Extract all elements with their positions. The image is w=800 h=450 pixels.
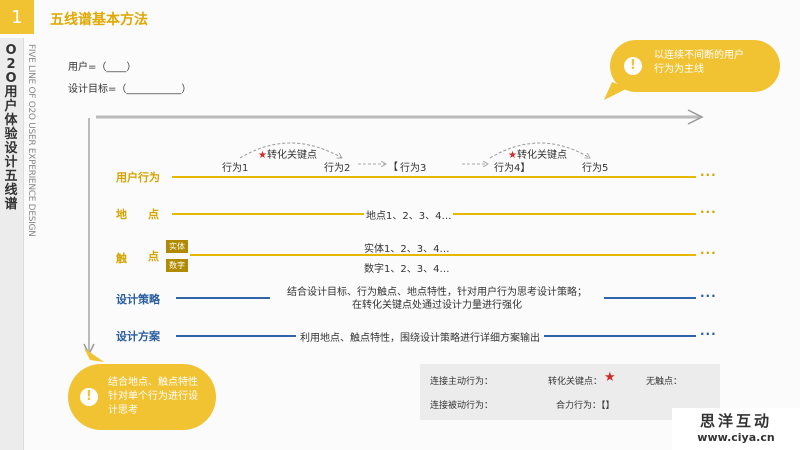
behavior-4: 行为4】 bbox=[494, 163, 531, 174]
location-text: 地点1、2、3、4… bbox=[364, 207, 454, 222]
user-field: 用户=（____） bbox=[68, 62, 137, 73]
row-label-location-a: 地 bbox=[116, 208, 127, 221]
chip-entity: 实体 bbox=[166, 240, 188, 253]
behavior-3: 行为3 bbox=[400, 163, 427, 174]
callout-bottom-text: 结合地点、触点特性针对单个行为进行设计思考 bbox=[108, 377, 198, 416]
legend-none: 无触点： bbox=[646, 377, 683, 387]
ellipsis: ··· bbox=[700, 327, 717, 341]
ellipsis: ··· bbox=[700, 289, 717, 303]
row-label-strategy: 设计策略 bbox=[116, 293, 160, 306]
chip-digital: 数字 bbox=[166, 259, 188, 272]
legend-active: 连接主动行为： bbox=[430, 377, 494, 387]
row-label-user-behavior: 用户行为 bbox=[116, 171, 160, 184]
callout-top-text: 以连续不间断的用户行为为主线 bbox=[654, 50, 744, 75]
entity-text: 实体1、2、3、4… bbox=[364, 244, 450, 255]
key-point-label-2: ★转化关键点 bbox=[508, 150, 567, 161]
bracket-open: 【 bbox=[388, 162, 398, 173]
horizontal-timeline-arrow bbox=[96, 109, 704, 125]
line-touchpoint bbox=[190, 254, 696, 256]
goal-field: 设计目标=（___________） bbox=[68, 84, 192, 95]
star-icon: ★ bbox=[258, 150, 267, 161]
row-label-location-b: 点 bbox=[148, 208, 159, 221]
behavior-1: 行为1 bbox=[222, 163, 249, 174]
exclamation-icon: ! bbox=[624, 57, 642, 75]
side-bar bbox=[0, 38, 24, 450]
callout-top: ! 以连续不间断的用户行为为主线 bbox=[610, 40, 780, 92]
watermark-url: www.ciya.cn bbox=[697, 431, 775, 444]
key-point-label-1: ★转化关键点 bbox=[258, 150, 317, 161]
legend-combined: 合力行为：【】 bbox=[556, 401, 615, 411]
behavior-5: 行为5 bbox=[582, 163, 609, 174]
strategy-text: 结合设计目标、行为触点、地点特性，针对用户行为思考设计策略； 在转化关键点处通过… bbox=[270, 286, 604, 312]
legend-passive: 连接被动行为： bbox=[430, 401, 494, 411]
side-title: O2O用户体验设计五线谱 bbox=[4, 43, 18, 212]
behavior-2: 行为2 bbox=[324, 163, 351, 174]
ellipsis: ··· bbox=[700, 246, 717, 260]
side-subtitle: FIVE LINE OF O2O USER EXPERIENCE DESIGN bbox=[26, 44, 36, 237]
vertical-flow-arrow bbox=[83, 118, 95, 356]
active-connection-arc-2 bbox=[489, 142, 590, 158]
digital-text: 数字1、2、3、4… bbox=[364, 264, 450, 275]
page-title: 五线谱基本方法 bbox=[50, 12, 148, 28]
row-label-plan: 设计方案 bbox=[116, 330, 160, 343]
section-number: 1 bbox=[0, 0, 34, 34]
exclamation-icon: ! bbox=[80, 388, 98, 406]
row-label-touch-b: 点 bbox=[148, 250, 159, 263]
legend-star-icon: ★ bbox=[604, 370, 616, 385]
row-label-touch-a: 触 bbox=[116, 252, 127, 265]
active-connection-arc-1 bbox=[239, 142, 342, 158]
callout-bottom: ! 结合地点、触点特性针对单个行为进行设计思考 bbox=[68, 364, 216, 430]
ellipsis: ··· bbox=[700, 205, 717, 219]
legend-box bbox=[420, 364, 720, 420]
legend-key: 转化关键点： bbox=[548, 377, 603, 387]
plan-text: 利用地点、触点特性，围绕设计策略进行详细方案输出 bbox=[296, 329, 544, 344]
watermark-cn: 思洋互动 bbox=[699, 412, 772, 430]
watermark: 思洋互动 www.ciya.cn bbox=[672, 408, 800, 450]
ellipsis: ··· bbox=[700, 168, 717, 182]
star-icon: ★ bbox=[508, 150, 517, 161]
line-user-behavior bbox=[172, 176, 696, 178]
